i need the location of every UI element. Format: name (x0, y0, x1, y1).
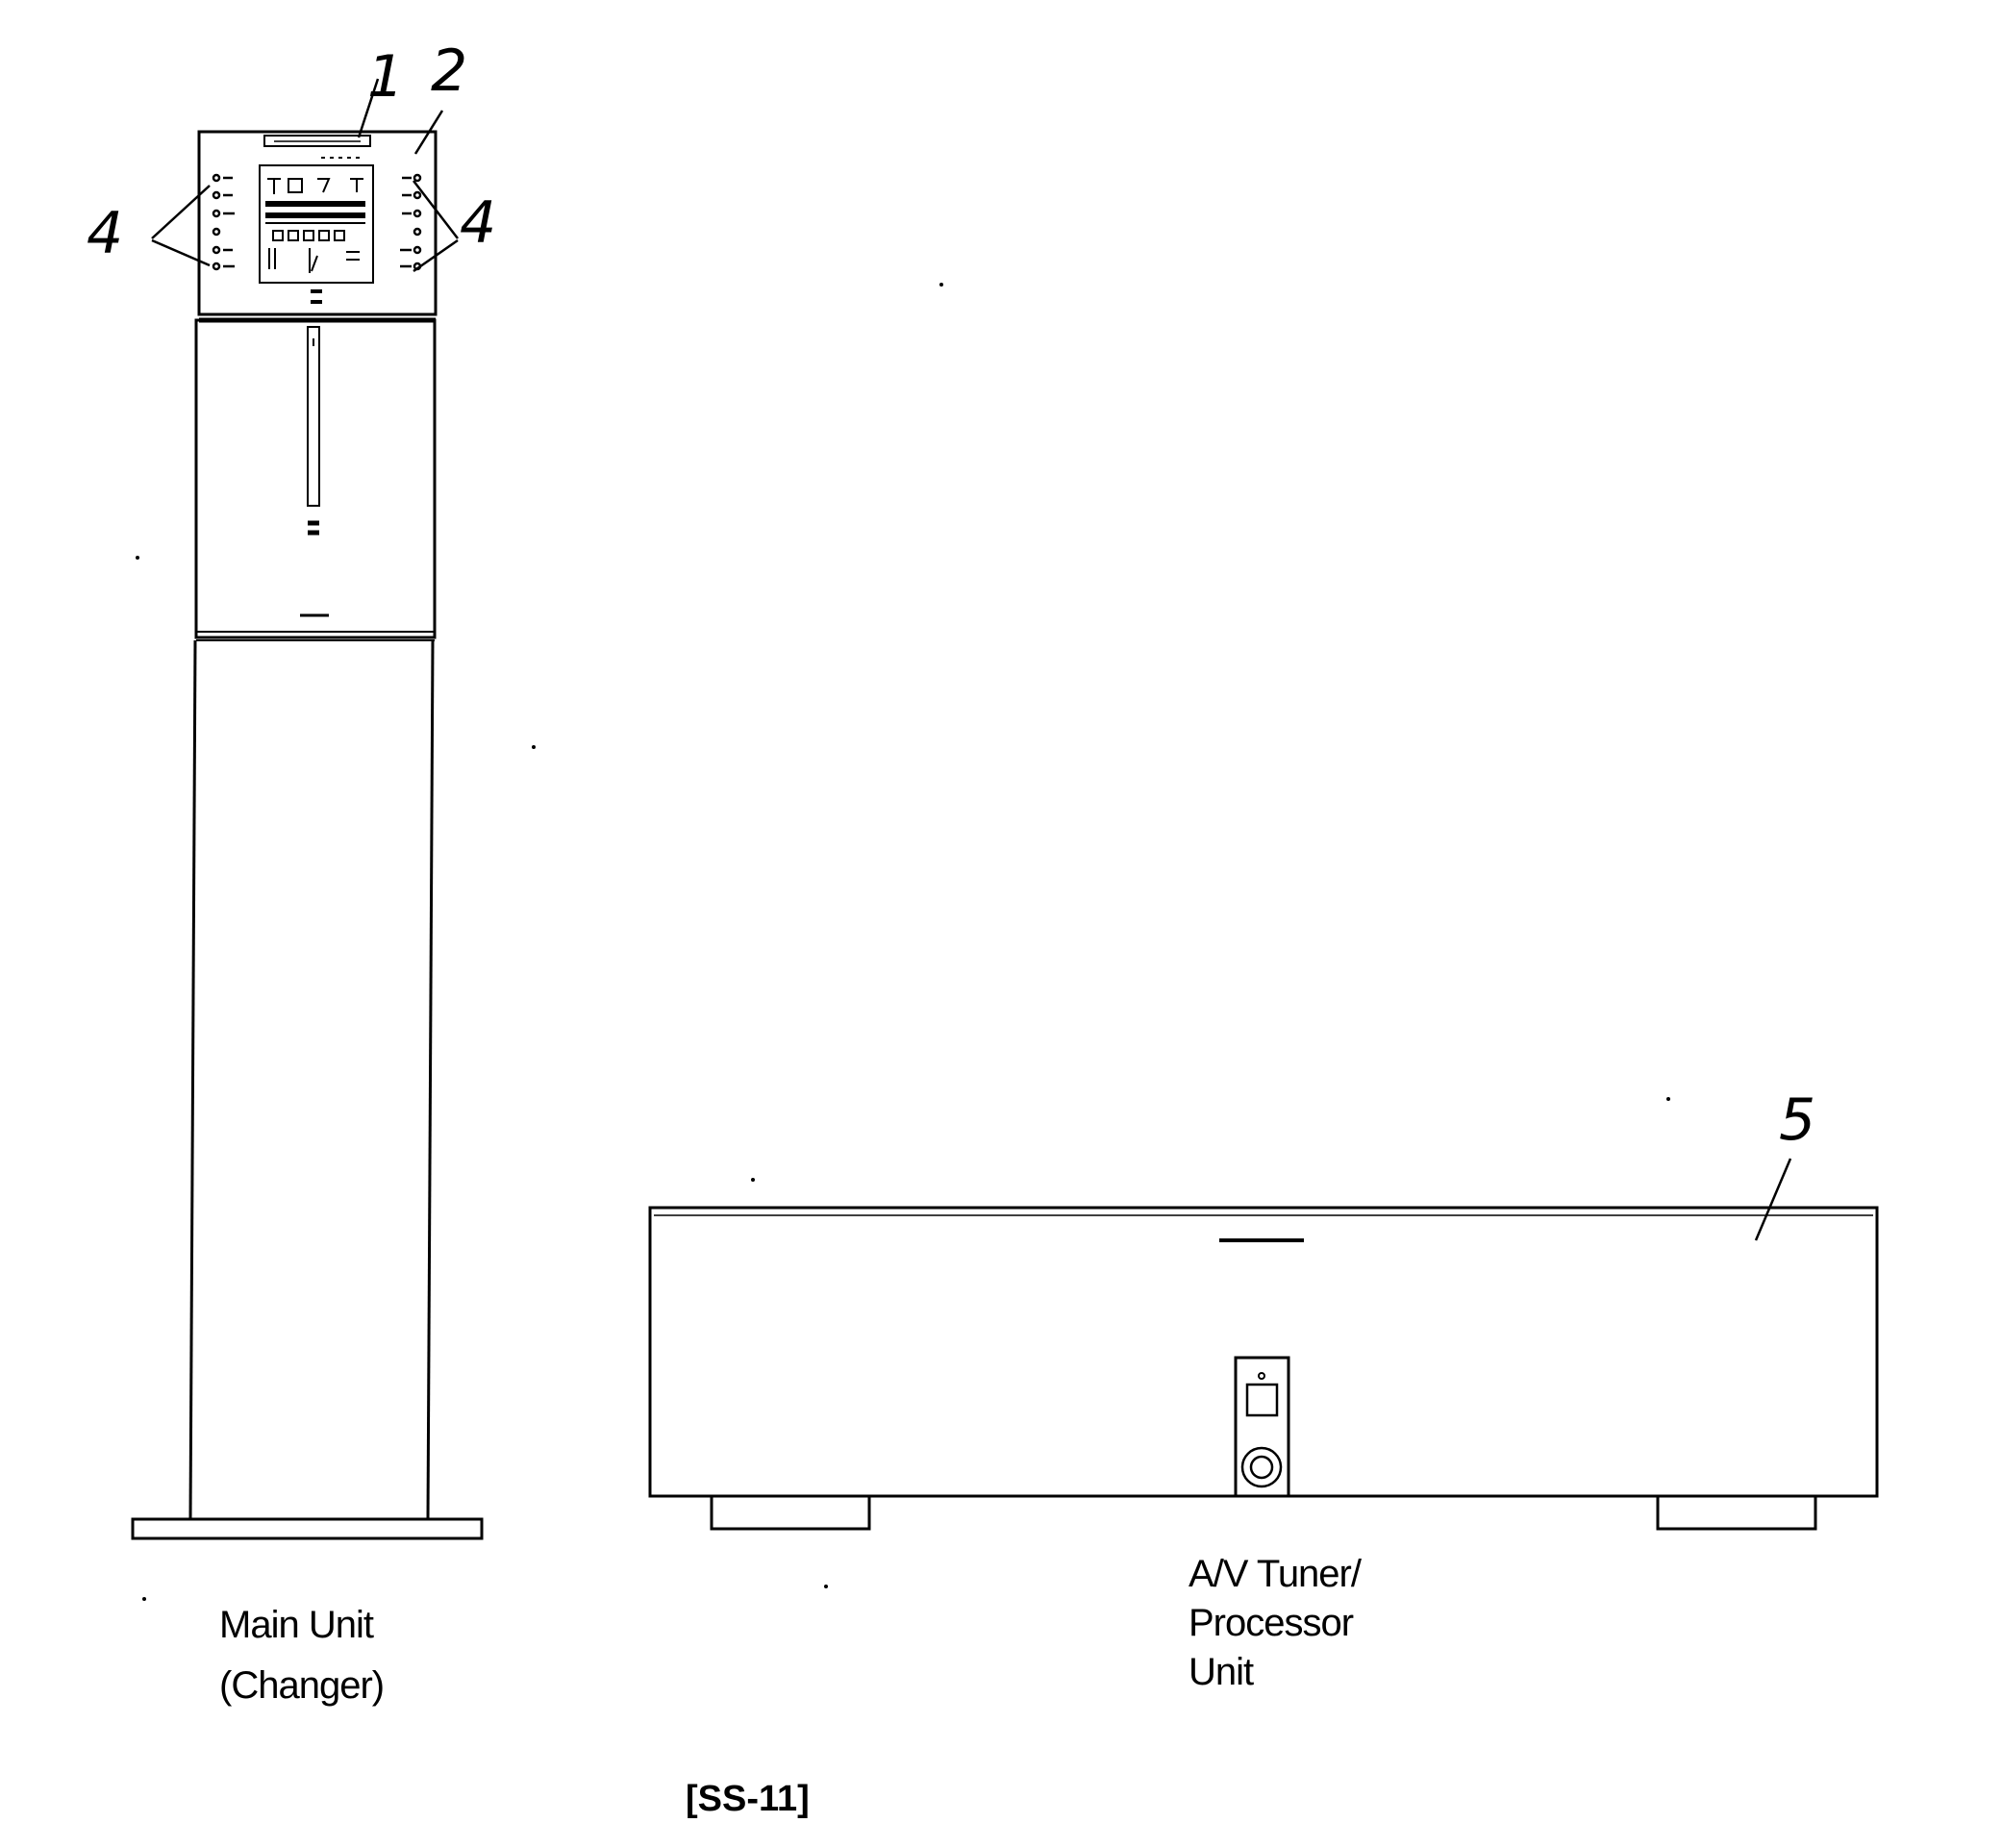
left-button-column (212, 173, 235, 271)
tuner-volume-knob (1240, 1446, 1283, 1488)
right-button-column (400, 173, 422, 271)
tuner-power-button (1245, 1383, 1279, 1417)
main-unit-drawing (131, 130, 484, 1540)
disc-slot (263, 135, 371, 147)
tuner-unit-body (648, 1206, 1879, 1498)
callout-leaders (151, 78, 1792, 1241)
main-unit-lower-body-right (426, 639, 435, 1520)
callout-4-left: 4 (87, 200, 124, 267)
main-unit-caption-line2: (Changer) (219, 1664, 385, 1707)
main-unit-upper-body (194, 318, 437, 639)
tuner-foot-left (710, 1496, 871, 1531)
callout-2: 2 (431, 37, 468, 105)
tuner-foot-right (1656, 1496, 1817, 1531)
tuner-unit-caption: A/V Tuner/ Processor Unit (1189, 1550, 1362, 1697)
vertical-slider-track (307, 326, 320, 507)
main-unit-base-plate (131, 1517, 484, 1540)
callout-1: 1 (367, 43, 405, 111)
main-unit-caption: Main Unit (Changer) (219, 1601, 385, 1711)
tuner-unit-caption-line3: Unit (1189, 1651, 1254, 1693)
main-unit-lower-body-left (188, 639, 197, 1520)
main-unit-caption-line1: Main Unit (219, 1604, 374, 1646)
document-id: [SS-11] (686, 1779, 810, 1819)
callout-5: 5 (1779, 1086, 1816, 1154)
tuner-unit-caption-line1: A/V Tuner/ (1189, 1553, 1362, 1595)
display-window (259, 164, 374, 284)
tuner-unit-caption-line2: Processor (1189, 1602, 1354, 1644)
callout-4-right: 4 (460, 189, 497, 257)
tuner-control-module (1234, 1356, 1290, 1498)
tuner-unit-drawing (648, 1206, 1879, 1531)
